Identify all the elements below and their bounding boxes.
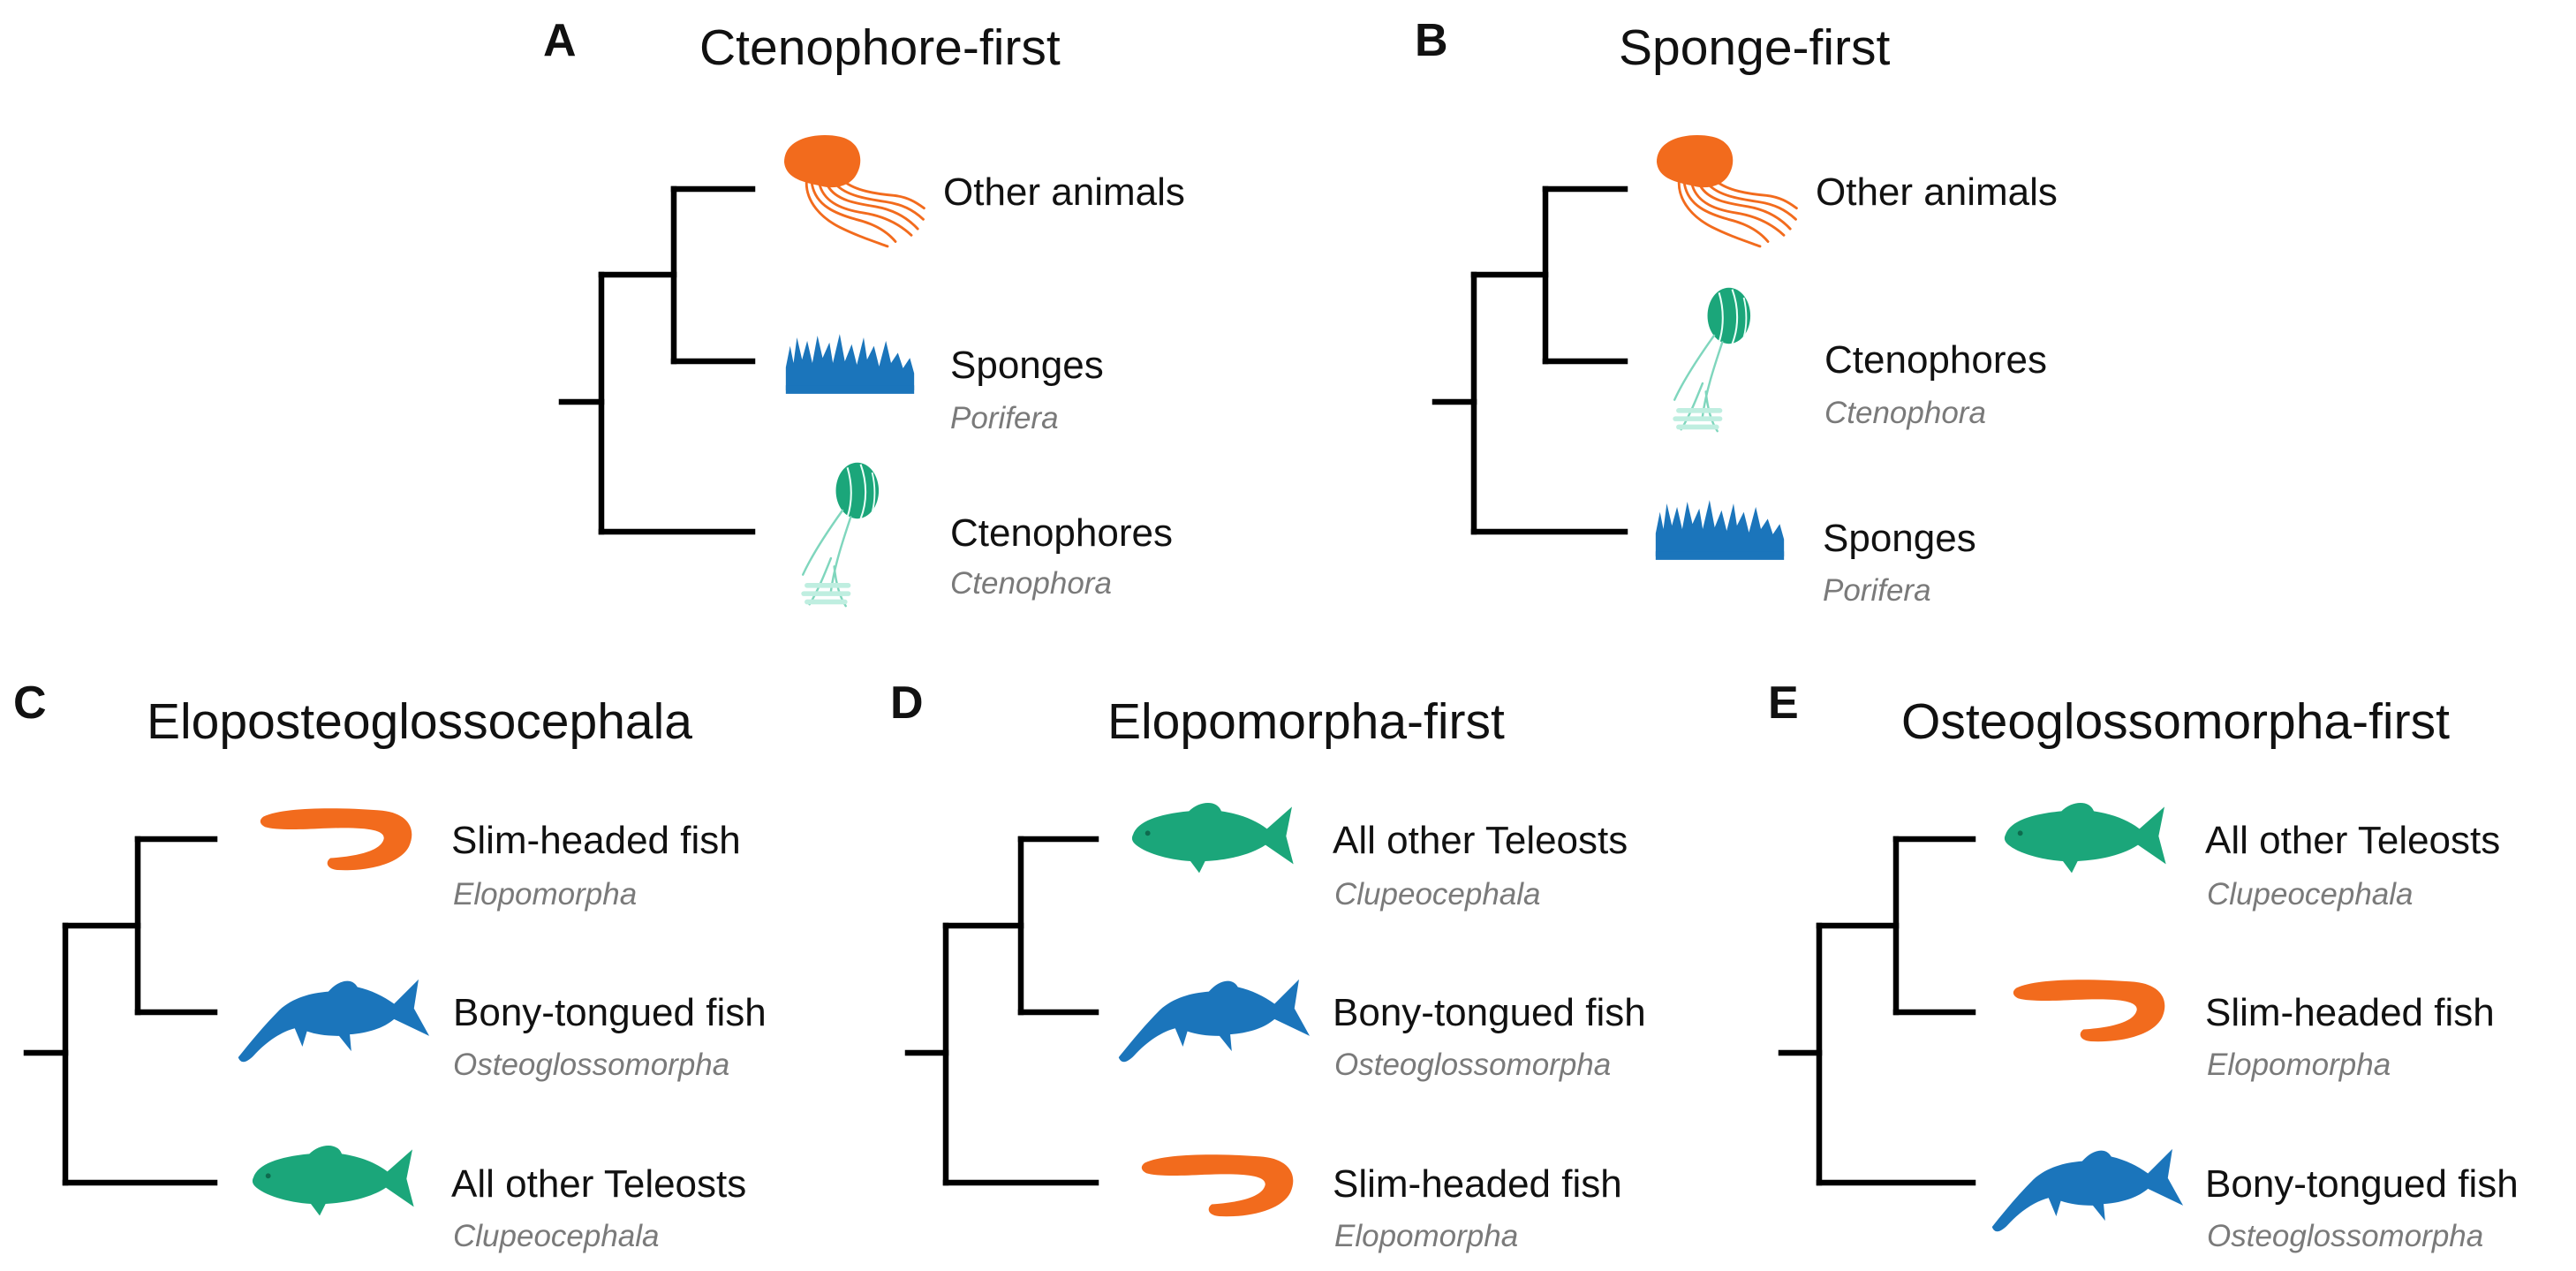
eel-icon <box>256 793 419 881</box>
bonytongue-fish-icon <box>1117 965 1316 1066</box>
teleost-fish-icon <box>1129 795 1305 879</box>
tip-label: Sponges <box>1823 517 1976 560</box>
tip-label: Other animals <box>1816 170 2058 214</box>
bonytongue-fish-icon <box>1991 1134 2189 1236</box>
tip-scientific-name: Clupeocephala <box>1334 877 1541 912</box>
tip-label: Ctenophores <box>950 511 1173 555</box>
tip-label: Slim-headed fish <box>1333 1162 1622 1206</box>
tip-scientific-name: Osteoglossomorpha <box>1334 1048 1612 1082</box>
tip-scientific-name: Clupeocephala <box>453 1219 660 1253</box>
tip-label: Other animals <box>943 170 1185 214</box>
tip-scientific-name: Ctenophora <box>950 566 1112 601</box>
panel-title: Elopomorpha-first <box>1107 693 1505 750</box>
eel-icon <box>2009 965 2172 1053</box>
tip-scientific-name: Elopomorpha <box>2207 1048 2391 1082</box>
tip-label: All other Teleosts <box>2205 819 2501 862</box>
panel-letter: C <box>13 677 47 729</box>
ctenophore-icon <box>793 459 892 608</box>
sponge-icon <box>1651 495 1788 564</box>
tip-label: All other Teleosts <box>1333 819 1628 862</box>
panel-title: Ctenophore-first <box>699 19 1061 76</box>
tip-label: Bony-tongued fish <box>2205 1162 2519 1206</box>
tip-scientific-name: Porifera <box>1823 573 1931 608</box>
sponge-icon <box>782 329 918 397</box>
tip-label: Bony-tongued fish <box>1333 991 1646 1034</box>
tip-scientific-name: Porifera <box>950 401 1059 435</box>
ctenophore-icon <box>1665 284 1764 433</box>
panel-letter: A <box>543 15 577 66</box>
eel-icon <box>1137 1139 1301 1228</box>
panel-title: Osteoglossomorpha-first <box>1901 693 2450 750</box>
panel-letter: B <box>1415 15 1448 66</box>
tip-scientific-name: Elopomorpha <box>453 877 638 912</box>
tip-scientific-name: Osteoglossomorpha <box>2207 1219 2484 1253</box>
bonytongue-fish-icon <box>237 965 435 1066</box>
teleost-fish-icon <box>249 1138 426 1222</box>
jellyfish-icon <box>1641 124 1800 256</box>
tip-label: Slim-headed fish <box>451 819 741 862</box>
tip-label: Slim-headed fish <box>2205 991 2495 1034</box>
tip-scientific-name: Ctenophora <box>1824 396 1986 430</box>
panel-title: Sponge-first <box>1619 19 1891 76</box>
panel-letter: D <box>890 677 924 729</box>
tip-label: All other Teleosts <box>451 1162 747 1206</box>
tip-label: Sponges <box>950 344 1104 387</box>
teleost-fish-icon <box>2001 795 2178 879</box>
tip-scientific-name: Osteoglossomorpha <box>453 1048 730 1082</box>
tip-scientific-name: Elopomorpha <box>1334 1219 1519 1253</box>
panel-title: Eloposteoglossocephala <box>147 693 692 750</box>
tip-scientific-name: Clupeocephala <box>2207 877 2414 912</box>
tip-label: Ctenophores <box>1824 338 2047 382</box>
tip-label: Bony-tongued fish <box>453 991 767 1034</box>
jellyfish-icon <box>768 124 927 256</box>
panel-letter: E <box>1768 677 1799 729</box>
